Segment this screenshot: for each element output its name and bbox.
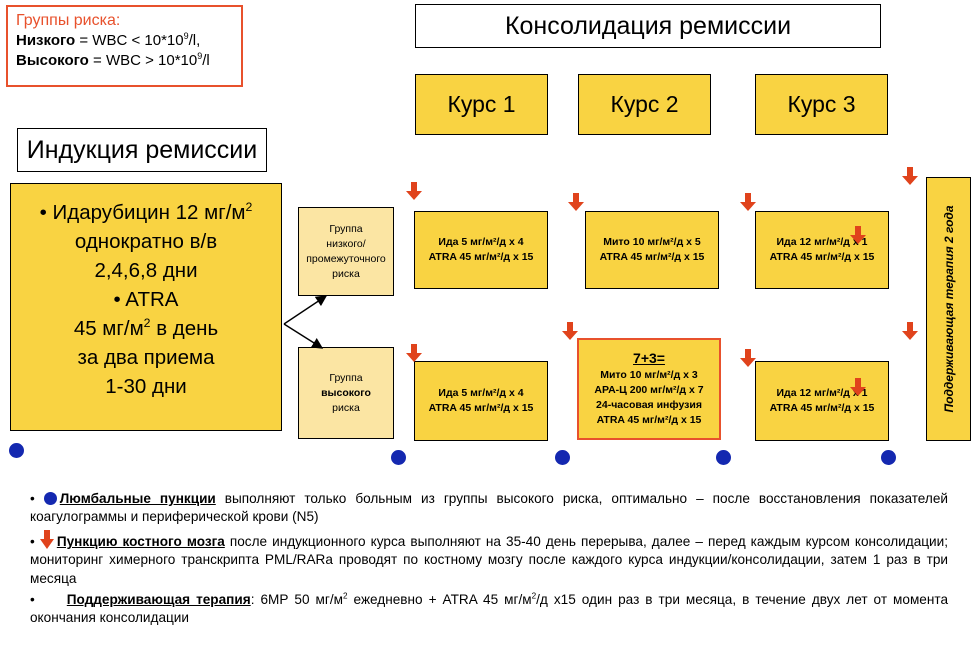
blue-dot-icon xyxy=(43,492,57,505)
regimen-line: ATRA 45 мг/м²/д х 15 xyxy=(769,251,875,263)
red-arrow-icon xyxy=(562,322,578,340)
regimen-line: ATRA 45 мг/м²/д х 15 xyxy=(428,402,534,414)
risk-low-line: Низкого = WBC < 10*109/l, xyxy=(16,31,201,50)
group-low-line-3: промежуточного xyxy=(306,252,386,265)
group-low-line-1: Группа xyxy=(329,222,363,235)
consolidation-title: Консолидация ремиссии xyxy=(415,4,881,48)
lumbar-puncture-dot-icon xyxy=(9,443,24,458)
group-high-line-3: риска xyxy=(332,401,360,414)
red-arrow-icon xyxy=(902,322,918,340)
red-arrow-icon xyxy=(740,193,756,211)
group-high-line-2: высокого xyxy=(321,386,371,399)
regimen-line: АРА-Ц 200 мг/м²/д х 7 xyxy=(594,383,704,396)
regimen-line: ATRA 45 мг/м²/д х 15 xyxy=(596,413,702,426)
notes-section: • Люмбальные пункции выполняют только бо… xyxy=(30,490,948,631)
arrow-to-low-risk xyxy=(283,295,328,325)
risk-groups-legend: Группы риска: Низкого = WBC < 10*109/l, … xyxy=(6,5,243,87)
regimen-line: Ида 5 мг/м²/д х 4 xyxy=(438,236,524,248)
red-arrow-icon xyxy=(39,529,54,549)
induction-line-6: за два приема xyxy=(77,346,215,369)
lumbar-puncture-dot-icon xyxy=(716,450,731,465)
note-bone-marrow: • Пункцию костного мозга после индукцион… xyxy=(30,529,948,588)
induction-line-1: • Идарубицин 12 мг/м2 xyxy=(39,200,253,224)
regimen-line: 24-часовая инфузия xyxy=(596,398,702,411)
group-high-line-1: Группа xyxy=(329,371,363,384)
induction-regimen: • Идарубицин 12 мг/м2 однократно в/в 2,4… xyxy=(10,183,282,431)
note-maintenance: • Поддерживающая терапия: 6МР 50 мг/м2 е… xyxy=(30,591,949,626)
regimen-line: ATRA 45 мг/м²/д х 15 xyxy=(599,251,705,263)
red-arrow-icon xyxy=(902,167,918,185)
regimen-line: Мито 10 мг/м²/д х 5 xyxy=(603,236,701,248)
regimen-low-course-3: Ида 12 мг/м²/д х 1 ATRA 45 мг/м²/д х 15 xyxy=(755,211,889,289)
regimen-line: Ида 5 мг/м²/д х 4 xyxy=(438,387,524,399)
red-arrow-icon xyxy=(406,182,422,200)
course-1-header: Курс 1 xyxy=(415,74,548,135)
induction-line-3: 2,4,6,8 дни xyxy=(94,259,198,282)
arrow-to-high-risk xyxy=(283,323,324,349)
regimen-line: ATRA 45 мг/м²/д х 15 xyxy=(428,251,534,263)
red-arrow-icon xyxy=(850,378,866,396)
regimen-low-course-2: Мито 10 мг/м²/д х 5 ATRA 45 мг/м²/д х 15 xyxy=(585,211,719,289)
lumbar-puncture-dot-icon xyxy=(555,450,570,465)
regimen-line: ATRA 45 мг/м²/д х 15 xyxy=(769,402,875,414)
risk-high-line: Высокого = WBC > 10*109/l xyxy=(16,51,210,70)
regimen-7-3-title: 7+3= xyxy=(633,349,665,366)
red-arrow-icon xyxy=(406,344,422,362)
course-3-header: Курс 3 xyxy=(755,74,888,135)
group-low-risk: Группа низкого/ промежуточного риска xyxy=(298,207,394,296)
maintenance-box: Поддерживающая терапия 2 года xyxy=(926,177,971,441)
regimen-line: Ида 12 мг/м²/д х 1 xyxy=(776,387,868,399)
note-lumbar: • Люмбальные пункции выполняют только бо… xyxy=(30,491,948,525)
red-arrow-icon xyxy=(850,226,866,244)
regimen-high-course-2: 7+3= Мито 10 мг/м²/д х 3 АРА-Ц 200 мг/м²… xyxy=(577,338,721,440)
lumbar-puncture-dot-icon xyxy=(881,450,896,465)
regimen-high-course-3: Ида 12 мг/м²/д х 1 ATRA 45 мг/м²/д х 15 xyxy=(755,361,889,441)
regimen-low-course-1: Ида 5 мг/м²/д х 4 ATRA 45 мг/м²/д х 15 xyxy=(414,211,548,289)
lumbar-puncture-dot-icon xyxy=(391,450,406,465)
regimen-line: Ида 12 мг/м²/д х 1 xyxy=(776,236,868,248)
induction-line-2: однократно в/в xyxy=(74,230,218,253)
course-2-header: Курс 2 xyxy=(578,74,711,135)
induction-title: Индукция ремиссии xyxy=(17,128,267,172)
group-high-risk: Группа высокого риска xyxy=(298,347,394,439)
group-low-line-4: риска xyxy=(332,267,360,280)
induction-line-7: 1-30 дни xyxy=(105,375,187,398)
group-low-line-2: низкого/ xyxy=(326,237,366,250)
regimen-high-course-1: Ида 5 мг/м²/д х 4 ATRA 45 мг/м²/д х 15 xyxy=(414,361,548,441)
red-arrow-icon xyxy=(568,193,584,211)
red-arrow-icon xyxy=(740,349,756,367)
regimen-line: Мито 10 мг/м²/д х 3 xyxy=(600,368,698,381)
risk-groups-title: Группы риска: xyxy=(16,12,121,29)
induction-line-4: • ATRA xyxy=(113,288,179,311)
induction-line-5: 45 мг/м2 в день xyxy=(73,316,219,340)
